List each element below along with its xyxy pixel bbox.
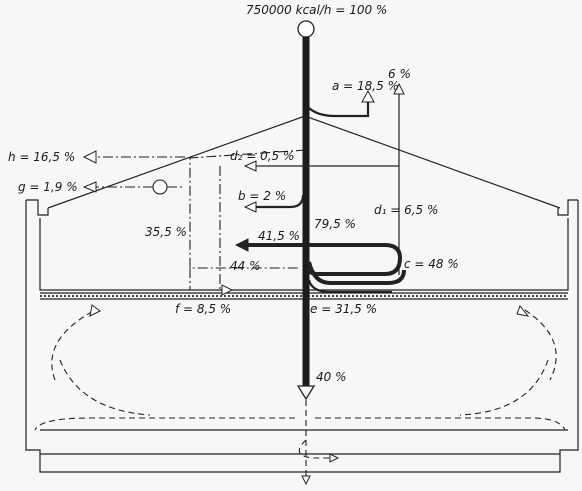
branch-44 xyxy=(219,166,300,291)
arrow-h xyxy=(82,150,97,164)
label-h: h = 16,5 % xyxy=(8,150,75,164)
arrow-a xyxy=(361,89,375,103)
floor-flow-left xyxy=(34,417,295,431)
arrow-g xyxy=(82,181,97,193)
branch-a xyxy=(308,100,370,118)
label-d1: d₁ = 6,5 % xyxy=(374,203,438,217)
branch-b xyxy=(255,194,305,209)
label-g: g = 1,9 % xyxy=(18,180,78,194)
loop-c-inner xyxy=(307,261,406,285)
label-79-5: 79,5 % xyxy=(314,217,356,231)
outer-wall xyxy=(25,200,579,473)
bottom-swirl xyxy=(298,439,330,459)
right-wall-cap xyxy=(557,199,578,216)
label-40: 40 % xyxy=(316,370,347,384)
labels: 750000 kcal/h = 100 % a = 18,5 % 6 % h =… xyxy=(8,3,459,384)
label-e: e = 31,5 % xyxy=(310,302,377,316)
building-structure xyxy=(25,115,579,473)
arrow-swirl xyxy=(329,453,340,463)
loop-left-up xyxy=(51,309,96,381)
floor-flow-right xyxy=(315,417,566,431)
branch-h-path xyxy=(189,149,307,269)
label-44: 44 % xyxy=(230,259,261,273)
source-circle xyxy=(297,20,315,38)
g-circle xyxy=(152,179,168,195)
main-flow xyxy=(82,20,406,401)
label-c: c = 48 % xyxy=(404,257,459,271)
main-down-arrow xyxy=(296,385,316,401)
lower-circulation xyxy=(34,304,566,486)
label-41-5: 41,5 % xyxy=(258,229,300,243)
left-wall-cap xyxy=(26,199,49,216)
label-6pct: 6 % xyxy=(388,67,411,81)
arrow-left-loop xyxy=(89,304,101,317)
arrow-f xyxy=(221,284,234,296)
label-35-5: 35,5 % xyxy=(145,225,187,239)
arrow-b xyxy=(243,201,257,213)
arrow-41-5 xyxy=(234,238,249,252)
arrow-down-bottom xyxy=(301,475,311,486)
label-d2: d₂ = 0,5 % xyxy=(230,149,294,163)
label-a: a = 18,5 % xyxy=(332,79,399,93)
arrow-6pct xyxy=(393,82,405,95)
loop-right-up xyxy=(524,309,557,381)
loop-left-down xyxy=(59,359,151,416)
loop-right-down xyxy=(459,359,549,416)
arrow-d2 xyxy=(243,160,257,172)
label-f: f = 8,5 % xyxy=(175,302,231,316)
label-total: 750000 kcal/h = 100 % xyxy=(246,3,387,17)
loop-c-base xyxy=(307,279,392,294)
arrow-right-loop xyxy=(516,305,530,317)
branch-f xyxy=(189,268,300,291)
loop-c-outer xyxy=(307,243,403,276)
label-b: b = 2 % xyxy=(238,189,286,203)
